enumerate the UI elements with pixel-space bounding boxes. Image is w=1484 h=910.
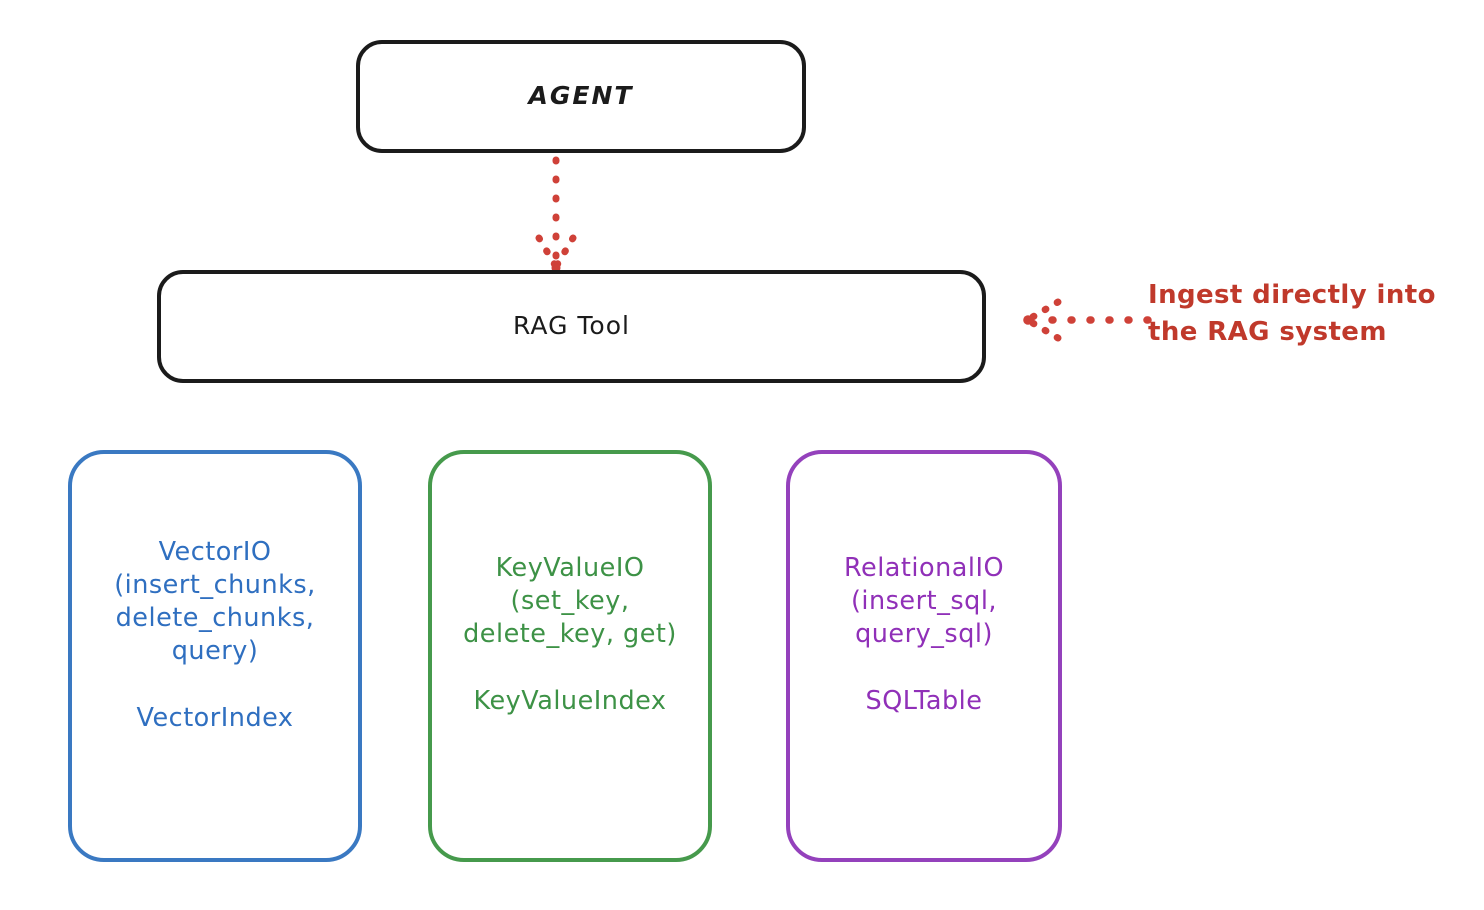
node-relational-io-label: RelationalIO (insert_sql, query_sql) SQL… — [843, 553, 1005, 716]
node-agent[interactable]: AGENT — [356, 40, 806, 153]
node-key-value-io[interactable]: KeyValueIO (set_key, delete_key, get) Ke… — [428, 450, 712, 862]
node-vector-io-label: VectorIO (insert_chunks, delete_chunks, … — [114, 537, 316, 733]
node-rag-tool-label: RAG Tool — [513, 311, 630, 341]
node-agent-label: AGENT — [528, 81, 634, 111]
node-key-value-io-label: KeyValueIO (set_key, delete_key, get) Ke… — [463, 553, 677, 716]
node-relational-io[interactable]: RelationalIO (insert_sql, query_sql) SQL… — [786, 450, 1062, 862]
dotted-arrow-down-icon — [535, 156, 577, 273]
node-rag-tool[interactable]: RAG Tool — [157, 270, 986, 383]
node-vector-io[interactable]: VectorIO (insert_chunks, delete_chunks, … — [68, 450, 362, 862]
annotation-ingest: Ingest directly into the RAG system — [1148, 280, 1436, 347]
dotted-arrow-left-icon — [1023, 298, 1152, 342]
